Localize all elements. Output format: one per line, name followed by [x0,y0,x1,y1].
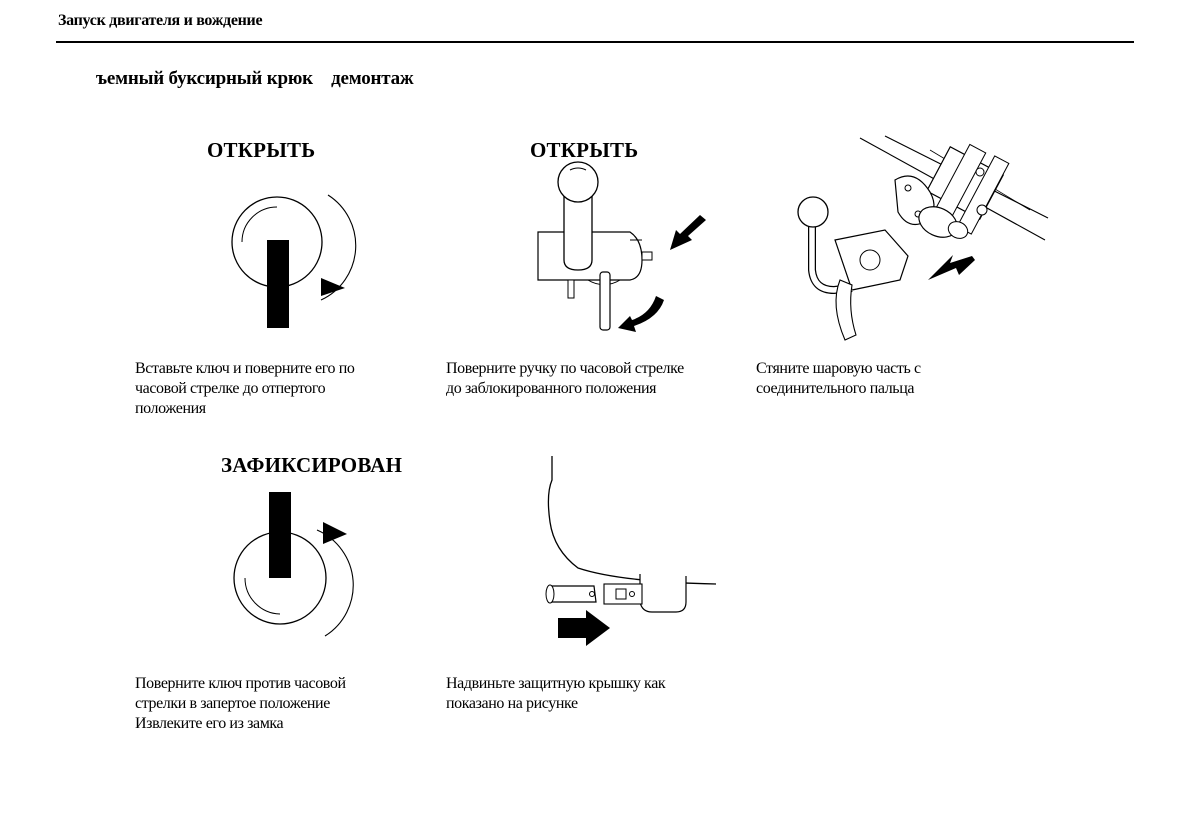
protective-cover-illustration [545,456,717,646]
figure-5-caption: Надвиньте защитную крышку как показано н… [446,675,666,712]
figure-1-caption: Вставьте ключ и поверните его по часовой… [135,360,355,417]
figure-1-label: ОТКРЫТЬ [207,138,316,162]
header-rule [56,41,1134,43]
ball-removal-illustration [797,135,1049,341]
running-head: Запуск двигателя и вождение [58,12,263,29]
figure-4-label: ЗАФИКСИРОВАН [221,453,403,477]
handle-lock-illustration [537,161,706,332]
key-lock-illustration [233,492,354,637]
figure-3-caption: Стяните шаровую часть с соединительного … [756,360,921,397]
section-title: ъемный буксирный крюк демонтаж [96,68,414,89]
figure-2-caption: Поверните ручку по часовой стрелке до за… [446,360,684,397]
figure-4-caption: Поверните ключ против часовой стрелки в … [135,675,346,732]
figure-2-label: ОТКРЫТЬ [530,138,639,162]
key-unlock-illustration [231,194,357,328]
